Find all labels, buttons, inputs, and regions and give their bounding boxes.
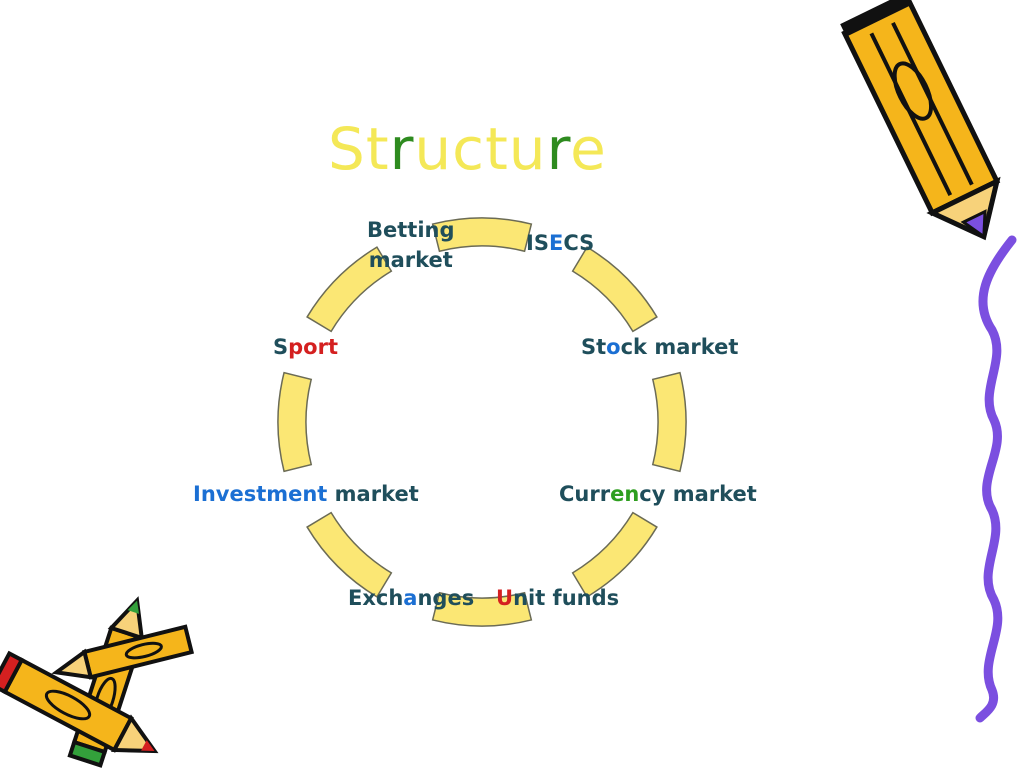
title-part: r (546, 115, 571, 183)
label-currency-market-part: en (610, 482, 640, 506)
label-investment-market: Investment market (193, 480, 419, 509)
title-part: r (389, 115, 415, 183)
cycle-arc-segment (306, 511, 393, 598)
label-currency-market: Currency market (559, 480, 757, 509)
cycle-arc-segment (651, 371, 687, 473)
title-part: uctu (414, 115, 547, 183)
label-stock-market: Stock market (581, 333, 738, 362)
title-part: e (570, 115, 607, 183)
cycle-arc-segment (571, 511, 658, 598)
label-sport: Sport (273, 333, 338, 362)
label-isecs-part: IS (526, 231, 549, 255)
label-unit-funds-part: nit funds (513, 586, 620, 610)
pencil-icon-small-yellow (51, 624, 195, 680)
label-betting-market: Betting market (367, 215, 455, 276)
label-exchanges-part: nges (417, 586, 475, 610)
label-sport-part: S (273, 335, 289, 359)
label-currency-market-part: Curr (559, 482, 611, 506)
label-isecs-part: E (548, 231, 564, 255)
pencil-icon-small-red (0, 650, 159, 754)
label-betting-market-part: Betting market (367, 218, 455, 273)
cycle-arc-segment (431, 591, 533, 627)
label-exchanges-part: Exch (348, 586, 404, 610)
label-stock-market-part: St (581, 335, 607, 359)
label-unit-funds: Unit funds (496, 584, 619, 613)
label-isecs: ISECS (526, 229, 594, 258)
label-unit-funds-part: U (496, 586, 514, 610)
label-investment-market-part: market (327, 482, 419, 506)
label-stock-market-part: ck market (620, 335, 739, 359)
slide-title: Structure (328, 120, 607, 178)
label-exchanges-part: a (403, 586, 418, 610)
label-sport-part: port (288, 335, 338, 359)
title-part: St (328, 115, 390, 183)
cycle-arc-segment (431, 217, 533, 253)
label-investment-market-part: Investment (193, 482, 328, 506)
label-currency-market-part: cy market (639, 482, 757, 506)
label-stock-market-part: o (606, 335, 621, 359)
label-isecs-part: CS (563, 231, 595, 255)
label-exchanges: Exchanges (348, 584, 474, 613)
purple-wave-line (975, 235, 1017, 723)
cycle-arcs (277, 217, 687, 627)
cycle-arc-segment (306, 246, 393, 333)
cycle-arc-segment (277, 371, 313, 473)
pencil-icon-large (840, 0, 1001, 241)
cycle-arc-segment (571, 246, 658, 333)
